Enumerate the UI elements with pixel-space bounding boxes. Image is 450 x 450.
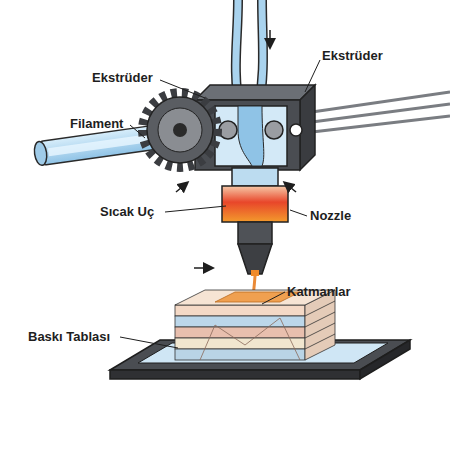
motion-arrows xyxy=(176,30,296,268)
part-label: Ekstrüder xyxy=(322,48,383,64)
part-label: Sıcak Uç xyxy=(100,204,154,220)
wires xyxy=(312,92,450,132)
part-label: Ekstrüder xyxy=(92,70,153,86)
drive-gear xyxy=(143,93,217,167)
part-label: Baskı Tablası xyxy=(28,329,110,345)
part-label: Nozzle xyxy=(310,208,351,224)
printed-layers xyxy=(175,290,335,360)
hot-end xyxy=(222,168,288,276)
part-label: Katmanlar xyxy=(287,284,351,300)
part-label: Filament xyxy=(70,116,123,132)
